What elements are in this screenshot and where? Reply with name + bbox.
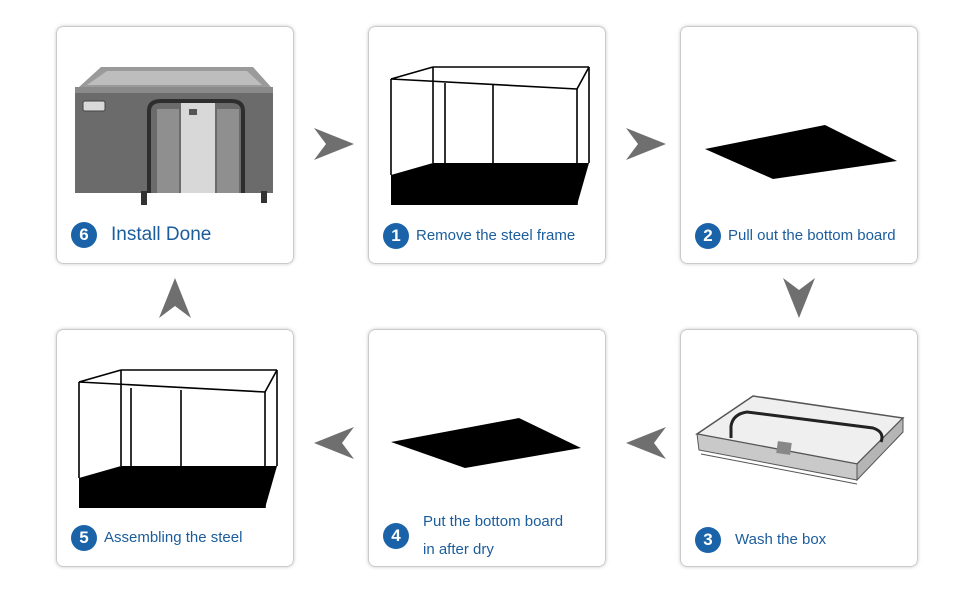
steel-frame-illustration bbox=[390, 66, 590, 205]
step-caption: Install Done bbox=[111, 224, 212, 245]
arrow-down-icon bbox=[783, 278, 815, 318]
step-caption: Remove the steel frame bbox=[416, 227, 576, 244]
step-caption-block: Put the bottom board in after dry bbox=[409, 508, 563, 564]
arrow-up-icon bbox=[159, 278, 191, 318]
arrow-right-icon bbox=[314, 128, 354, 160]
storage-box-illustration bbox=[75, 67, 273, 205]
folded-box-illustration bbox=[695, 395, 905, 485]
step-number-badge: 3 bbox=[695, 527, 721, 553]
step-number-badge: 2 bbox=[695, 223, 721, 249]
step-caption: Assembling the steel bbox=[104, 529, 243, 546]
step-card-wash-box: 3 Wash the box bbox=[681, 330, 917, 566]
step-caption-line2: in after dry bbox=[423, 541, 494, 558]
steel-frame-illustration bbox=[78, 369, 278, 508]
step-caption: Pull out the bottom board bbox=[728, 227, 896, 244]
step-card-pull-out-bottom-board: 2 Pull out the bottom board bbox=[681, 27, 917, 263]
step-label: 3 Wash the box bbox=[695, 526, 911, 554]
arrow-left-icon bbox=[626, 427, 666, 459]
arrow-right-icon bbox=[626, 128, 666, 160]
step-caption: Wash the box bbox=[735, 531, 827, 548]
step-label: 4 Put the bottom board in after dry bbox=[383, 508, 599, 564]
step-label: 1 Remove the steel frame bbox=[383, 222, 599, 250]
step-label: 2 Pull out the bottom board bbox=[695, 222, 911, 250]
step-number-badge: 6 bbox=[71, 222, 97, 248]
step-number-badge: 1 bbox=[383, 223, 409, 249]
step-card-put-bottom-board: 4 Put the bottom board in after dry bbox=[369, 330, 605, 566]
step-card-install-done: 6 Install Done bbox=[57, 27, 293, 263]
step-card-assembling-steel: 5 Assembling the steel bbox=[57, 330, 293, 566]
step-label: 5 Assembling the steel bbox=[71, 524, 287, 552]
step-number-badge: 4 bbox=[383, 523, 409, 549]
bottom-board-illustration bbox=[391, 418, 581, 468]
step-number-badge: 5 bbox=[71, 525, 97, 551]
bottom-board-illustration bbox=[705, 125, 897, 179]
step-label: 6 Install Done bbox=[71, 221, 287, 249]
arrow-left-icon bbox=[314, 427, 354, 459]
step-card-remove-steel-frame: 1 Remove the steel frame bbox=[369, 27, 605, 263]
step-caption: Put the bottom board bbox=[423, 513, 564, 530]
